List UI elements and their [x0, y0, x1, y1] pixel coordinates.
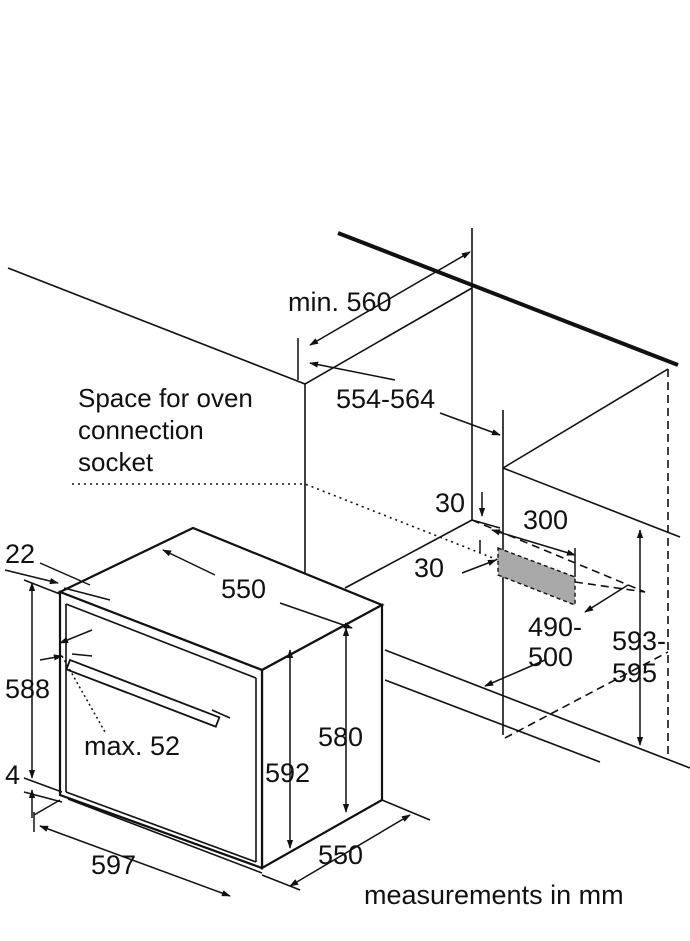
- label-units: measurements in mm: [364, 880, 624, 910]
- dim-min-560: [309, 251, 471, 346]
- label-30-top: 30: [435, 488, 465, 518]
- socket-zone: [497, 546, 576, 607]
- label-22: 22: [5, 539, 35, 569]
- label-socket-note-2: connection: [78, 415, 204, 445]
- dim-554-564-leader-a: [309, 361, 396, 381]
- dim-300: [491, 529, 576, 556]
- front-panel-top-edge: [65, 603, 257, 679]
- dimension-lines: [4, 251, 644, 897]
- label-490: 490-: [528, 612, 582, 642]
- right-cabinet-top-left: [502, 368, 669, 469]
- label-550-top: 550: [221, 574, 266, 604]
- label-588: 588: [5, 674, 50, 704]
- handle-mount-left: [71, 653, 93, 657]
- dim-max-52-a: [59, 629, 93, 644]
- label-592: 592: [265, 758, 310, 788]
- dim-490-500-b: [484, 659, 546, 687]
- label-300: 300: [523, 505, 568, 535]
- dim-max-52-b: [39, 654, 63, 661]
- label-500: 500: [528, 642, 573, 672]
- dim-490-500: [584, 584, 629, 613]
- niche-bottom-back: [344, 519, 473, 589]
- dim-597: [39, 825, 231, 897]
- label-595: 595: [612, 658, 657, 688]
- label-554-564: 554-564: [336, 384, 435, 414]
- dim-30-side: [461, 559, 497, 574]
- label-580: 580: [318, 722, 363, 752]
- dim-22-b: [63, 587, 111, 601]
- dim-554-564-leader-b: [439, 412, 501, 436]
- door-handle: [65, 658, 221, 728]
- label-593: 593-: [612, 626, 666, 656]
- label-30-side: 30: [414, 553, 444, 583]
- label-550-bottom: 550: [318, 840, 363, 870]
- cabinet-floor-line-2: [384, 679, 601, 763]
- label-socket-note-3: socket: [78, 447, 154, 477]
- left-worktop-line: [7, 267, 306, 385]
- label-min-560: min. 560: [288, 287, 392, 317]
- label-socket-note-1: Space for oven: [78, 383, 253, 413]
- dim-550-top-b: [279, 602, 353, 629]
- dim-550-bottom: [289, 814, 411, 887]
- cabinet-floor-line: [384, 649, 690, 769]
- right-cabinet-front: [502, 467, 681, 538]
- label-4: 4: [5, 760, 20, 790]
- dashed-floor-1: [504, 651, 669, 739]
- label-max-52: max. 52: [84, 731, 180, 761]
- label-597: 597: [91, 850, 136, 880]
- handle-mount-right: [211, 709, 231, 719]
- dim-22-a: [4, 569, 59, 585]
- dashed-floor-3: [574, 581, 646, 593]
- dim-550-top-a: [162, 549, 216, 576]
